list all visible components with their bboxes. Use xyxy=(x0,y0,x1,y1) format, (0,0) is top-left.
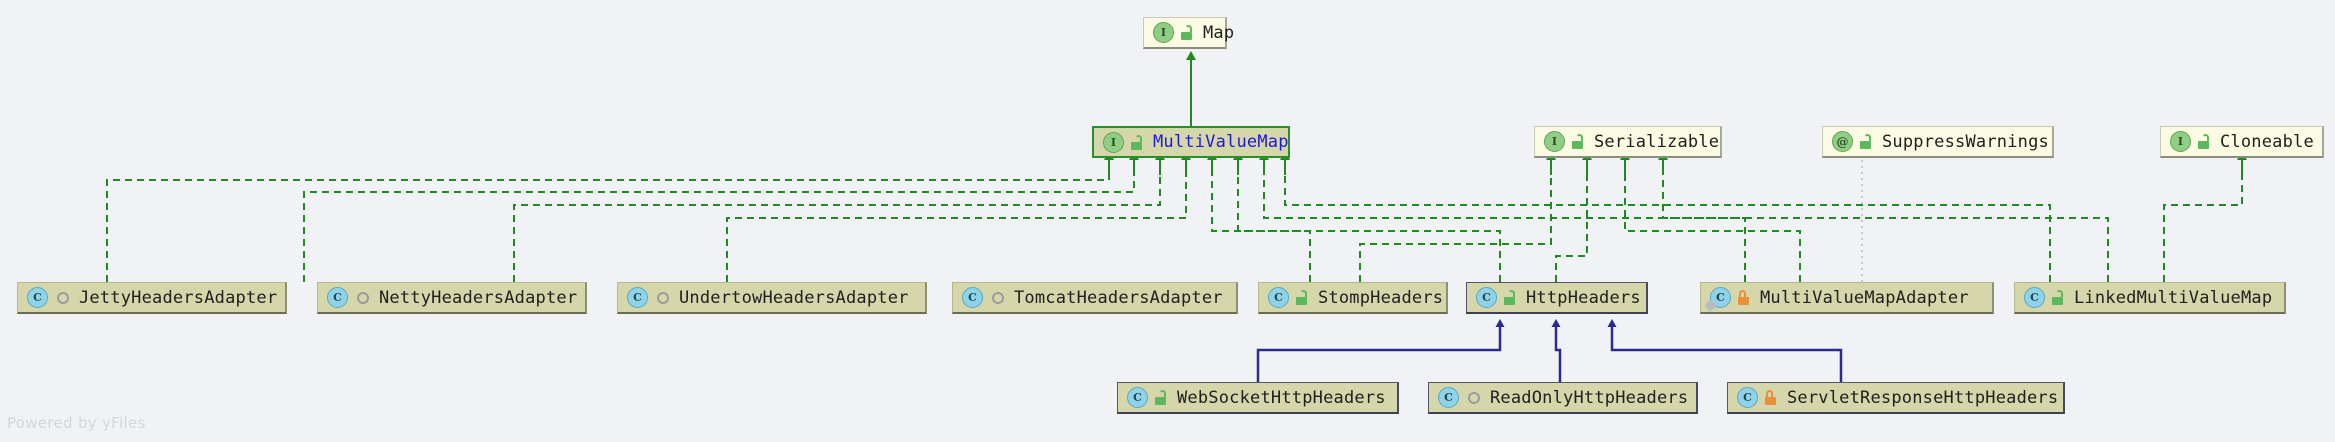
node-map[interactable]: I Map xyxy=(1143,17,1234,49)
edge-jettyheadersadapter-to-multivaluemap xyxy=(106,151,1114,282)
powered-by-watermark: Powered by yFiles xyxy=(7,414,146,432)
class-badge-icon: C xyxy=(1127,387,1148,408)
interface-badge-icon: I xyxy=(2170,131,2191,152)
class-badge-icon: C xyxy=(1268,287,1289,308)
edge-undertowheadersadapter-to-multivaluemap xyxy=(513,151,1165,282)
class-badge-icon: C xyxy=(1438,387,1459,408)
edge-nettyheadersadapter-to-multivaluemap xyxy=(303,151,1139,282)
node-label: TomcatHeadersAdapter xyxy=(1014,287,1223,308)
node-label: SuppressWarnings xyxy=(1882,131,2049,152)
node-cloneable[interactable]: I Cloneable xyxy=(2160,126,2324,158)
class-badge-icon: C xyxy=(27,287,48,308)
edge-linkedmultivaluemap-to-serializable xyxy=(1658,151,2109,282)
package-visibility-icon xyxy=(992,291,1004,304)
edge-readonlyhttpheaders-to-httpheaders xyxy=(1551,319,1562,382)
node-label: MultiValueMap xyxy=(1153,132,1289,152)
annotation-badge-icon: @ xyxy=(1832,131,1853,152)
class-badge-icon: C xyxy=(1476,287,1497,308)
edge-multivaluemapadapter-to-serializable xyxy=(1620,151,1801,282)
edge-tomcatheadersadapter-to-multivaluemap xyxy=(726,151,1191,282)
node-jettyheadersadapter[interactable]: C JettyHeadersAdapter xyxy=(17,282,287,314)
edge-linkedmultivaluemap-to-multivaluemap xyxy=(1280,151,2051,282)
lock-open-icon xyxy=(2051,290,2064,305)
edge-httpheaders-to-multivaluemap xyxy=(1233,151,1501,282)
class-badge-icon: C xyxy=(1737,387,1758,408)
lock-open-icon xyxy=(1859,134,1872,149)
lock-open-icon xyxy=(2197,134,2210,149)
node-label: WebSocketHttpHeaders xyxy=(1177,387,1386,408)
node-label: HttpHeaders xyxy=(1526,287,1641,308)
node-label: Cloneable xyxy=(2220,131,2314,152)
class-badge-icon: C xyxy=(627,287,648,308)
node-readonlyhttpheaders[interactable]: C ReadOnlyHttpHeaders xyxy=(1428,382,1698,414)
lock-closed-icon xyxy=(1764,390,1777,405)
lock-open-icon xyxy=(1180,25,1193,40)
abstract-class-badge-icon: C xyxy=(1710,287,1731,308)
node-nettyheadersadapter[interactable]: C NettyHeadersAdapter xyxy=(317,282,587,314)
class-badge-icon: C xyxy=(2024,287,2045,308)
node-label: Serializable xyxy=(1594,131,1720,152)
node-serializable[interactable]: I Serializable xyxy=(1534,126,1722,158)
node-tomcatheadersadapter[interactable]: C TomcatHeadersAdapter xyxy=(952,282,1238,314)
edge-linkedmultivaluemap-to-cloneable xyxy=(2163,151,2247,282)
node-websockethttpheaders[interactable]: C WebSocketHttpHeaders xyxy=(1117,382,1399,414)
class-badge-icon: C xyxy=(962,287,983,308)
package-visibility-icon xyxy=(657,291,669,304)
node-label: ReadOnlyHttpHeaders xyxy=(1490,387,1689,408)
edge-httpheaders-to-serializable xyxy=(1555,151,1592,282)
lock-open-icon xyxy=(1295,290,1308,305)
node-stompheaders[interactable]: C StompHeaders xyxy=(1258,282,1448,314)
edge-stompheaders-to-serializable xyxy=(1359,151,1556,282)
node-label: NettyHeadersAdapter xyxy=(379,287,578,308)
node-label: JettyHeadersAdapter xyxy=(79,287,278,308)
node-label: LinkedMultiValueMap xyxy=(2074,287,2273,308)
edge-servletresponsehttpheaders-to-httpheaders xyxy=(1607,319,1843,382)
lock-open-icon xyxy=(1503,290,1516,305)
node-undertowheadersadapter[interactable]: C UndertowHeadersAdapter xyxy=(617,282,927,314)
lock-closed-icon xyxy=(1737,290,1750,305)
node-multivaluemap[interactable]: I MultiValueMap xyxy=(1092,126,1290,158)
interface-badge-icon: I xyxy=(1544,131,1565,152)
edge-websockethttpheaders-to-httpheaders xyxy=(1256,319,1505,382)
package-visibility-icon xyxy=(1468,391,1480,404)
node-linkedmultivaluemap[interactable]: C LinkedMultiValueMap xyxy=(2014,282,2286,314)
node-servletresponsehttpheaders[interactable]: C ServletResponseHttpHeaders xyxy=(1727,382,2065,414)
lock-open-icon xyxy=(1571,134,1584,149)
node-multivaluemapadapter[interactable]: C MultiValueMapAdapter xyxy=(1700,282,1994,314)
node-label: StompHeaders xyxy=(1318,287,1444,308)
interface-badge-icon: I xyxy=(1103,131,1124,153)
node-label: MultiValueMapAdapter xyxy=(1760,287,1969,308)
node-httpheaders[interactable]: C HttpHeaders xyxy=(1466,282,1648,314)
interface-badge-icon: I xyxy=(1153,22,1174,43)
class-badge-icon: C xyxy=(327,287,348,308)
edge-multivaluemapadapter-to-multivaluemap xyxy=(1259,151,1746,282)
node-label: UndertowHeadersAdapter xyxy=(679,287,909,308)
lock-open-icon xyxy=(1154,390,1167,405)
node-label: Map xyxy=(1203,22,1235,43)
lock-open-icon xyxy=(1130,134,1143,150)
package-visibility-icon xyxy=(57,291,69,304)
edge-stompheaders-to-multivaluemap xyxy=(1207,151,1311,282)
package-visibility-icon xyxy=(357,291,369,304)
node-label: ServletResponseHttpHeaders xyxy=(1787,387,2059,408)
node-suppresswarnings[interactable]: @ SuppressWarnings xyxy=(1822,126,2054,158)
